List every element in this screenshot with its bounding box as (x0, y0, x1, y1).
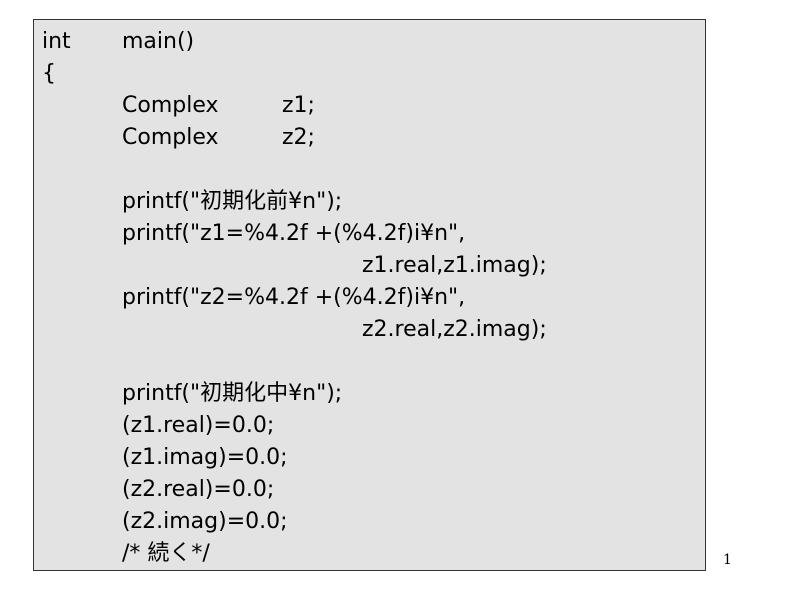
code-printf-during: printf("初期化中¥n"); (122, 381, 343, 406)
code-comment-continue: /* 続く*/ (122, 541, 210, 566)
code-decl1-var: z1; (282, 93, 315, 118)
code-printf-before: printf("初期化前¥n"); (122, 189, 343, 214)
code-listing: int main() { Complex z1; Complex z2; pri… (33, 19, 706, 571)
code-printf-z1-args: z1.real,z1.imag); (362, 253, 547, 278)
code-assign-z2-real: (z2.real)=0.0; (122, 477, 275, 502)
code-printf-z2-args: z2.real,z2.imag); (362, 317, 547, 342)
code-decl1-type: Complex (122, 93, 219, 118)
code-decl2-type: Complex (122, 125, 219, 150)
page-number: 1 (723, 552, 732, 568)
code-printf-z2: printf("z2=%4.2f +(%4.2f)i¥n", (122, 285, 466, 310)
code-assign-z1-real: (z1.real)=0.0; (122, 413, 275, 438)
code-printf-z1: printf("z1=%4.2f +(%4.2f)i¥n", (122, 221, 466, 246)
code-keyword-int: int (42, 29, 71, 54)
code-function-name: main() (122, 29, 195, 54)
code-brace-open: { (42, 61, 56, 86)
code-assign-z1-imag: (z1.imag)=0.0; (122, 445, 288, 470)
code-assign-z2-imag: (z2.imag)=0.0; (122, 509, 288, 534)
code-decl2-var: z2; (282, 125, 315, 150)
